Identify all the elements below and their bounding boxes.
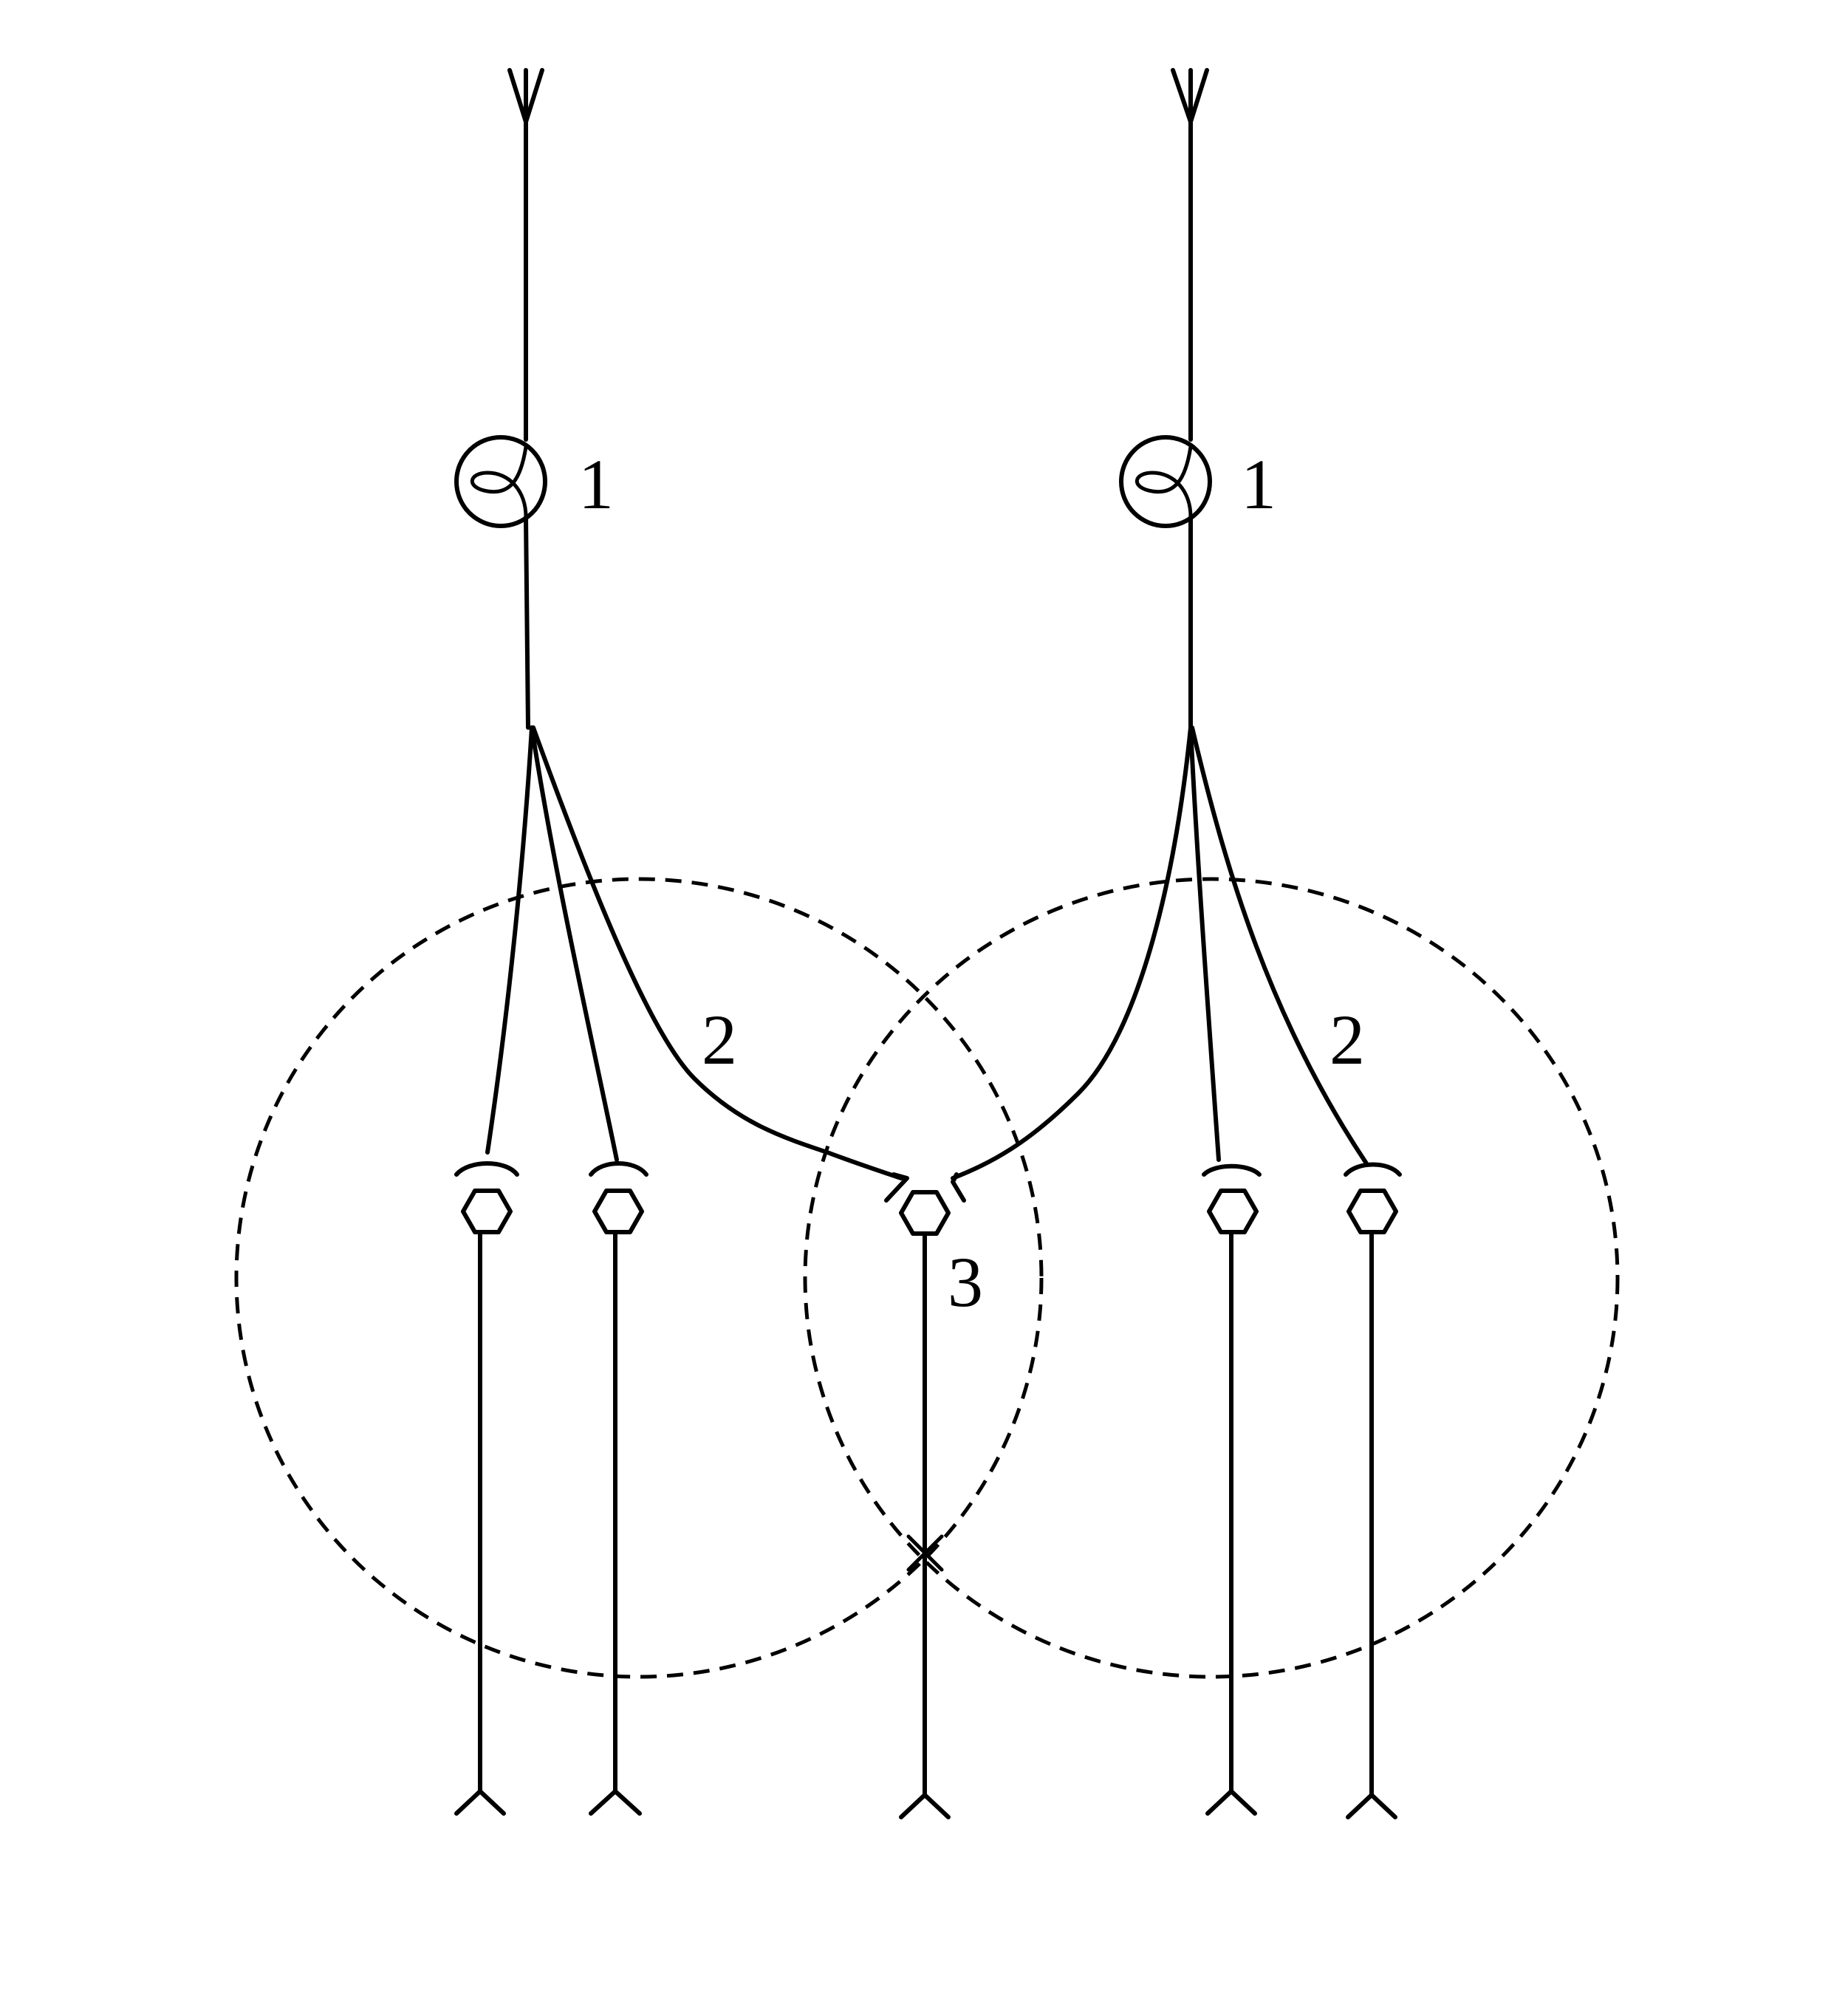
hexagon-cell-body xyxy=(1207,1189,1259,1234)
synapse-cap xyxy=(589,1161,648,1177)
right-branch-c xyxy=(951,725,1193,1180)
left-branch-b xyxy=(530,725,619,1162)
hexagon-cell-body xyxy=(592,1189,644,1234)
synapse-right-tick xyxy=(951,1172,966,1203)
left-branch-a xyxy=(485,725,534,1155)
left-lower-axon xyxy=(524,515,530,730)
cell-center xyxy=(884,1172,966,1819)
label-right-node: 1 xyxy=(1241,445,1276,524)
terminal-fork xyxy=(1346,1793,1397,1819)
terminal-fork xyxy=(899,1793,951,1819)
label-right-branch: 2 xyxy=(1329,1000,1365,1079)
terminal-fork xyxy=(589,1789,642,1816)
left-dashed-field xyxy=(234,877,1044,1679)
right-branch-a xyxy=(1188,725,1221,1162)
hexagon-cell-body xyxy=(899,1190,951,1236)
synapse-cap xyxy=(454,1161,519,1177)
synapse-left-tick xyxy=(884,1172,909,1203)
terminal-fork xyxy=(454,1789,506,1816)
left-top-fork xyxy=(507,68,544,124)
crossing-mark xyxy=(906,1534,944,1572)
right-neuron xyxy=(951,68,1369,1180)
right-top-fork xyxy=(1171,68,1209,124)
label-center-cell: 3 xyxy=(948,1242,983,1321)
label-left-branch: 2 xyxy=(702,1000,737,1079)
hexagon-cell-body xyxy=(461,1189,513,1234)
left-node-loop xyxy=(470,445,528,519)
label-left-node: 1 xyxy=(578,445,614,524)
left-neuron xyxy=(454,68,903,1180)
right-dashed-field xyxy=(803,877,1620,1679)
right-node-circle xyxy=(1119,435,1212,528)
terminal-fork xyxy=(1205,1789,1257,1816)
right-node-loop xyxy=(1135,445,1193,519)
synapse-cap xyxy=(1344,1162,1402,1177)
cell-left-inner xyxy=(589,1161,648,1816)
right-branch-b xyxy=(1190,725,1369,1166)
left-branch-c xyxy=(531,725,903,1180)
cell-right-outer xyxy=(1344,1162,1402,1819)
cell-right-inner xyxy=(1202,1163,1262,1816)
cell-left-outer xyxy=(454,1161,519,1816)
hexagon-cell-body xyxy=(1346,1189,1398,1234)
synapse-cap xyxy=(1202,1163,1262,1177)
left-node-circle xyxy=(454,435,547,528)
